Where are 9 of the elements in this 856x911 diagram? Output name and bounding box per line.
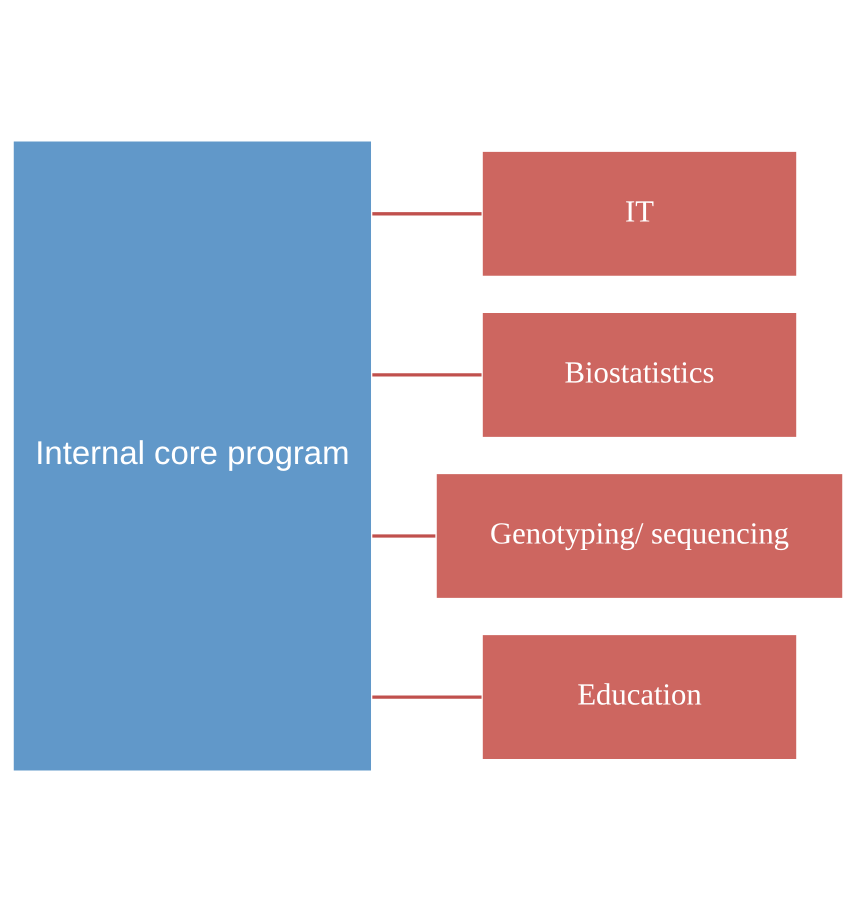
connector — [372, 372, 482, 376]
connector — [372, 694, 482, 698]
node-box: Education — [480, 632, 798, 761]
connector — [372, 534, 436, 538]
connector — [372, 212, 482, 215]
node-box: Internal core program — [12, 138, 374, 772]
node-box: IT — [480, 149, 798, 278]
node-box: Genotyping/ sequencing — [434, 471, 844, 600]
node-box: Biostatistics — [480, 310, 798, 439]
